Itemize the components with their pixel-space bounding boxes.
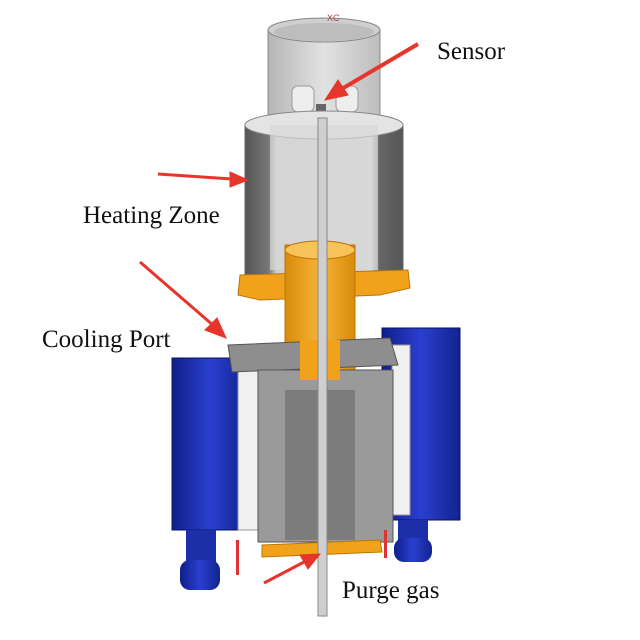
gas-nozzles xyxy=(180,520,432,590)
cooling-port-arrow xyxy=(139,260,227,339)
sensor-label: Sensor xyxy=(437,38,506,65)
sensor-housing xyxy=(267,17,381,126)
sensor-arrow xyxy=(323,42,420,101)
purge-gas-arrow xyxy=(263,553,322,585)
heating-zone-label: Heating Zone xyxy=(83,202,220,229)
heating-zone-arrow xyxy=(157,171,250,188)
center-rod xyxy=(317,117,328,617)
cooling-blocks xyxy=(171,327,461,531)
axis-marker-label: XC xyxy=(327,13,340,23)
cooling-port-label: Cooling Port xyxy=(42,326,171,353)
purge-gas-label: Purge gas xyxy=(342,577,440,604)
